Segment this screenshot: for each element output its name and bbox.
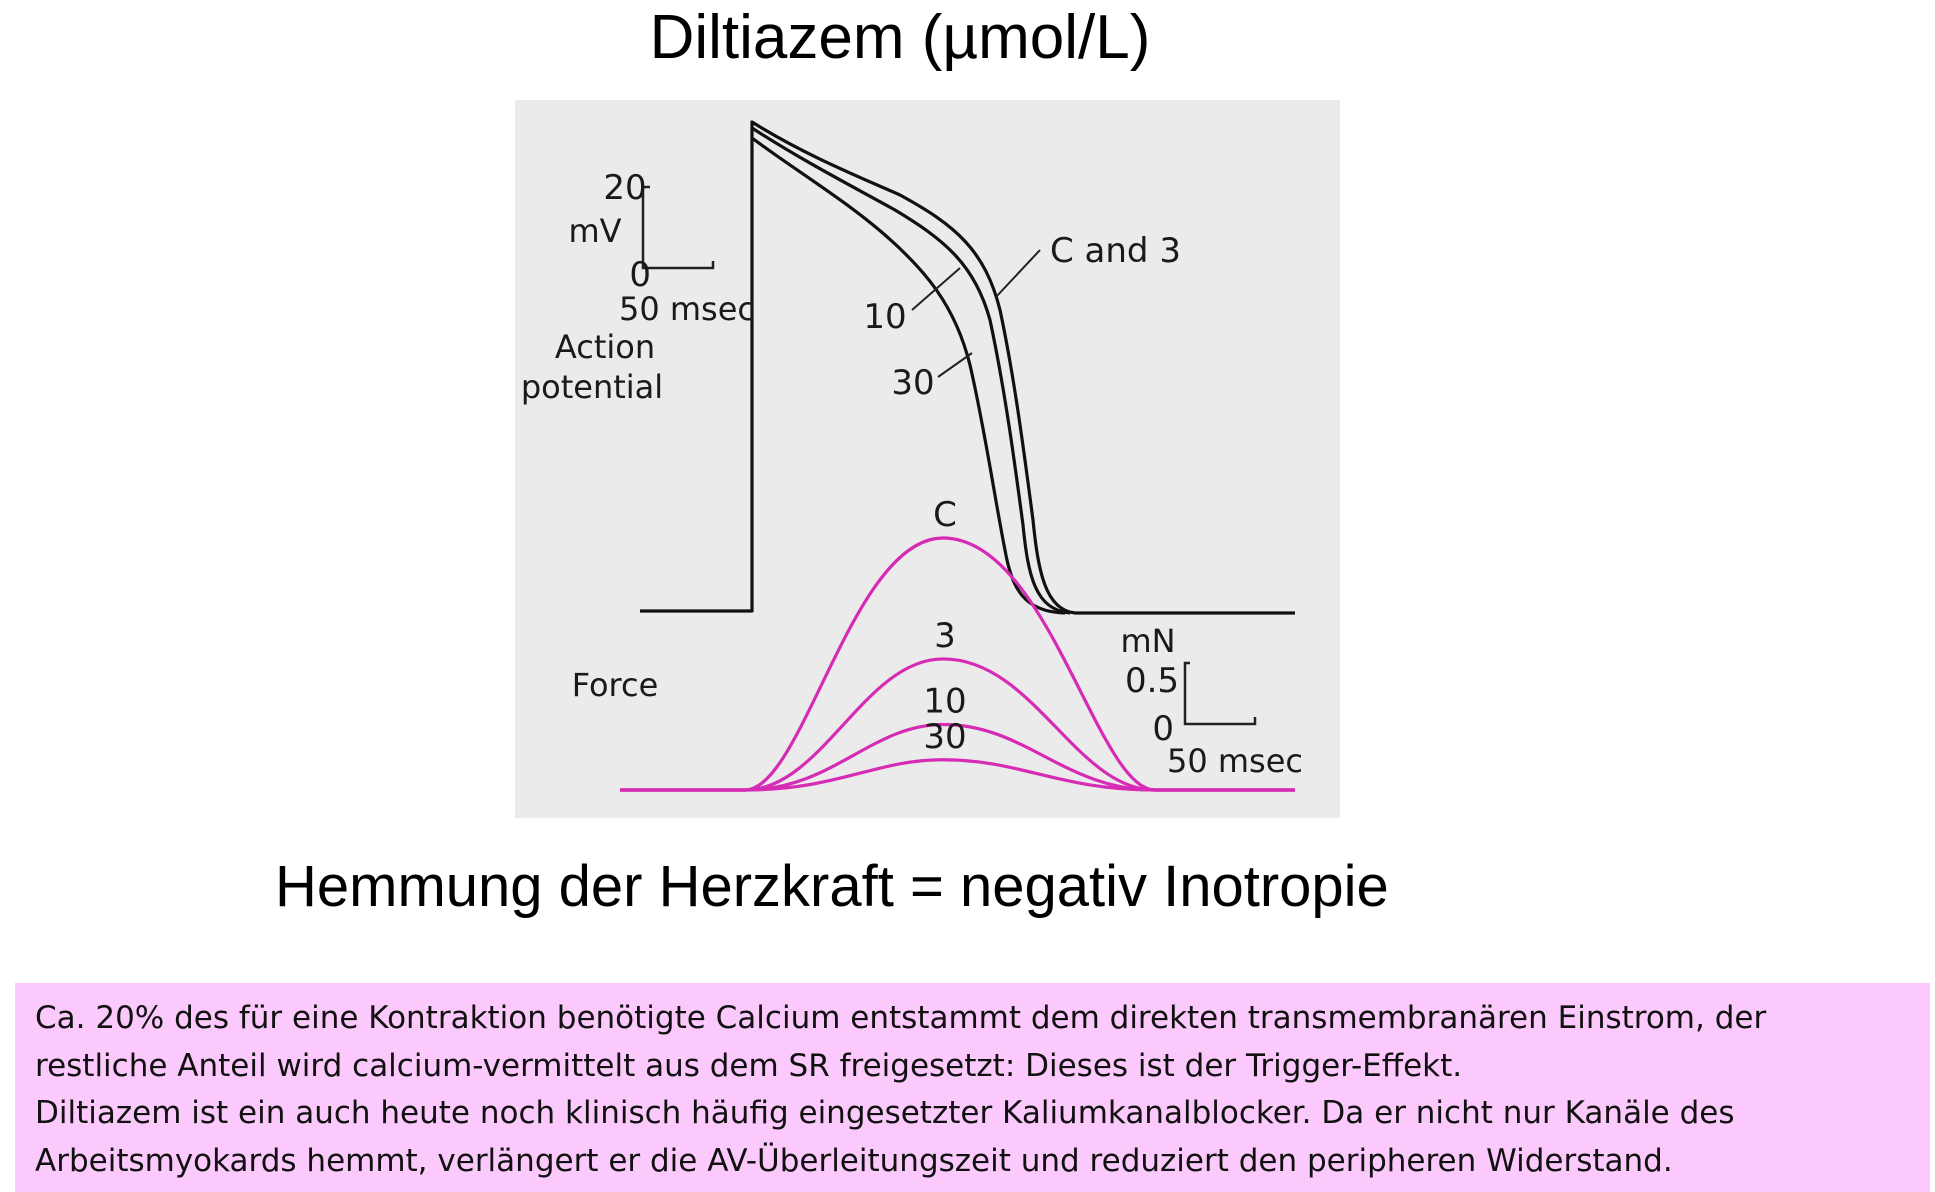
ap-label-30: 30 bbox=[891, 363, 934, 403]
mv-scale-bottom: 0 bbox=[629, 255, 651, 295]
mn-scale-bar bbox=[1183, 661, 1257, 726]
ap-trace-10 bbox=[751, 136, 1066, 615]
force-trace-30 bbox=[620, 758, 1295, 792]
note-line: Ca. 20% des für eine Kontraktion benötig… bbox=[35, 1000, 1767, 1036]
leader-10 bbox=[911, 267, 961, 311]
note-line: Diltiazem ist ein auch heute noch klinis… bbox=[35, 1095, 1735, 1131]
force-trace-c bbox=[620, 536, 1295, 792]
force-series-label-10: 10 bbox=[923, 681, 966, 721]
mn-unit: mN bbox=[1120, 622, 1175, 660]
slide-subtitle: Hemmung der Herzkraft = negativ Inotropi… bbox=[275, 854, 1389, 919]
action-potential-label-line1: Action bbox=[555, 328, 655, 366]
note-box: Ca. 20% des für eine Kontraktion benötig… bbox=[15, 983, 1930, 1192]
mn-scale-top: 0.5 bbox=[1125, 661, 1179, 701]
ap-label-c-and-3: C and 3 bbox=[1050, 231, 1181, 271]
ap-trace-c-and-3 bbox=[640, 120, 1295, 615]
force-trace-3 bbox=[620, 657, 1295, 792]
ap-label-10: 10 bbox=[863, 297, 906, 337]
ap-trace-c-and-3 bbox=[751, 126, 1071, 615]
mv-time-label: 50 msec bbox=[619, 290, 755, 328]
action-potential-label-line2: potential bbox=[521, 368, 663, 406]
diltiazem-figure: 20 mV 0 50 msec Action potential C and 3… bbox=[515, 100, 1340, 818]
note-line: restliche Anteil wird calcium-vermittelt… bbox=[35, 1047, 1463, 1084]
mn-scale-bottom: 0 bbox=[1152, 709, 1174, 749]
chart-svg: 20 mV 0 50 msec Action potential C and 3… bbox=[521, 120, 1303, 792]
mv-scale-bar bbox=[641, 185, 715, 270]
force-label: Force bbox=[572, 666, 659, 704]
force-trace-10 bbox=[620, 722, 1295, 792]
mv-scale-top: 20 bbox=[603, 168, 646, 208]
leader-30 bbox=[937, 352, 973, 378]
force-series-label-3: 3 bbox=[934, 616, 956, 656]
note-line: Arbeitsmyokards hemmt, verlängert er die… bbox=[35, 1142, 1673, 1179]
slide-title: Diltiazem (µmol/L) bbox=[649, 3, 1151, 72]
force-series-label-30: 30 bbox=[923, 717, 966, 757]
force-series-label-c: C bbox=[933, 495, 957, 535]
mv-unit: mV bbox=[568, 212, 621, 250]
leader-c-and-3 bbox=[995, 249, 1041, 298]
mn-time-label: 50 msec bbox=[1167, 742, 1303, 780]
